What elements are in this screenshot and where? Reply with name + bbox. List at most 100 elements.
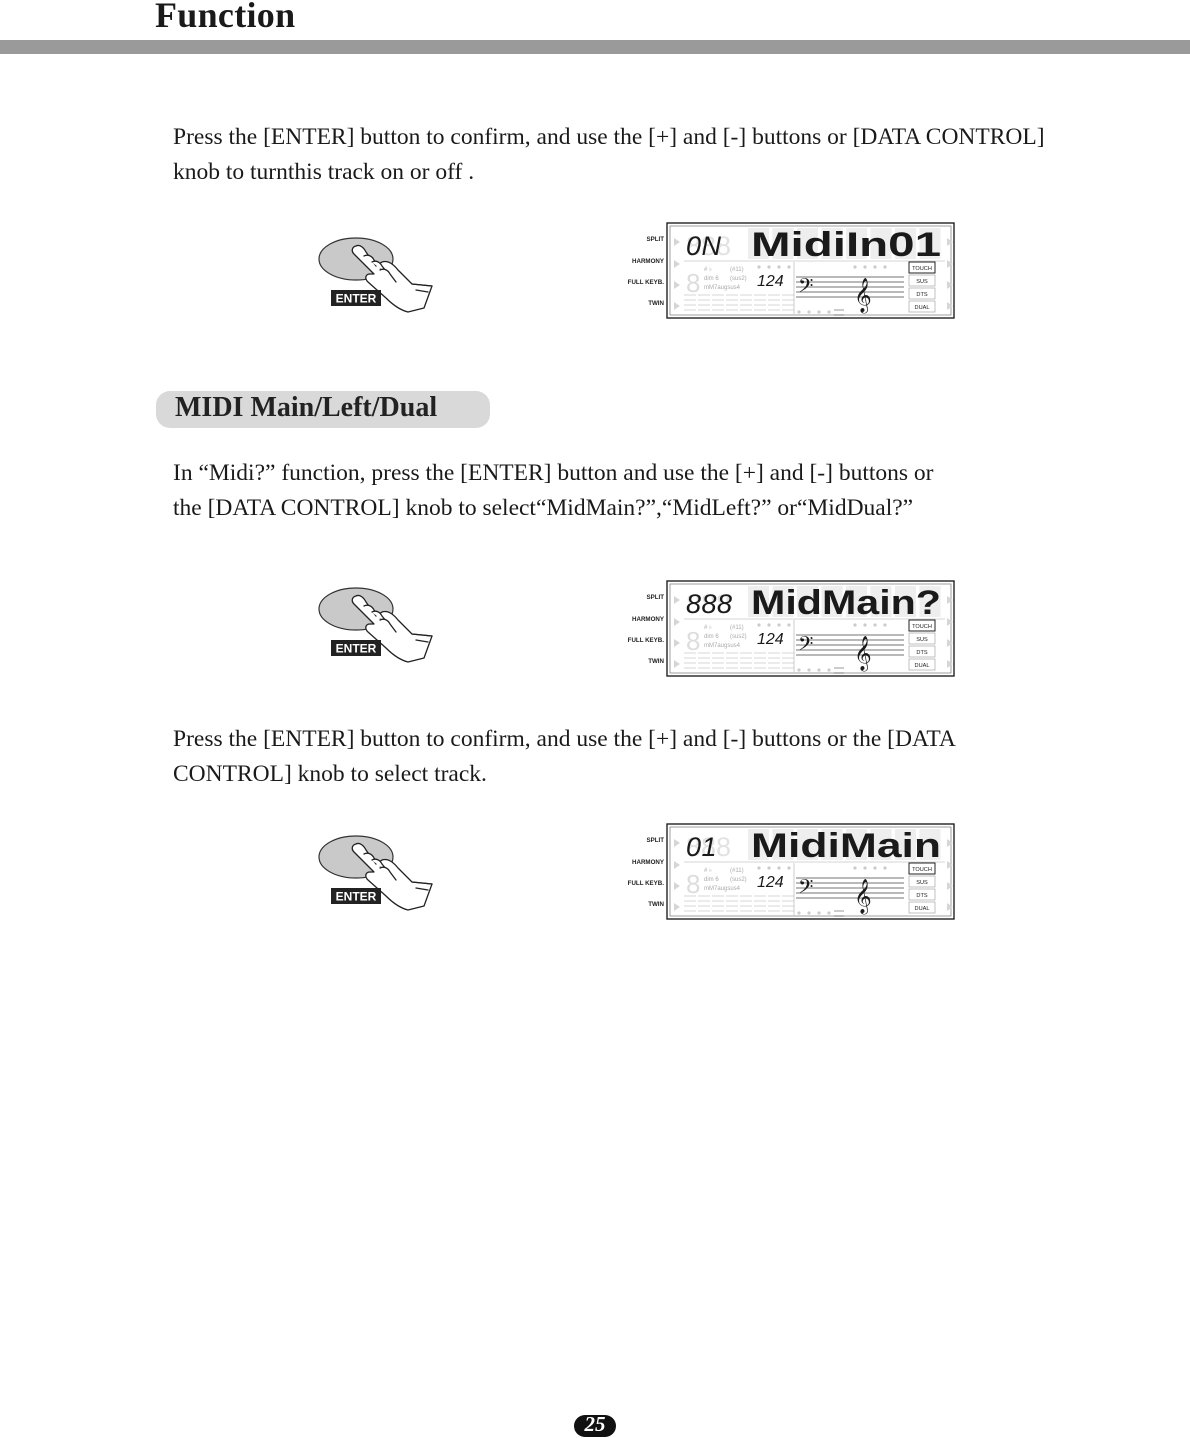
lcd-mode-label: TWIN — [648, 658, 664, 665]
lcd-faint-segment — [768, 895, 780, 897]
lcd-status-label: TOUCH — [912, 266, 932, 272]
indicator-arrow-icon — [947, 260, 953, 268]
lcd-inner-frame — [669, 225, 952, 316]
lcd-faint-segment — [698, 299, 710, 301]
lcd-segment-background: 8 — [686, 869, 700, 899]
lcd-matrix-cell — [797, 586, 818, 617]
bass-clef-icon: 𝄢 — [798, 633, 813, 660]
lcd-segment-background: 888 — [686, 231, 731, 261]
lcd-faint-segment — [712, 667, 724, 669]
lcd-matrix-text: MidiIn01 — [751, 226, 941, 264]
lcd-faint-segment — [782, 910, 794, 912]
indicator-arrow-icon — [674, 238, 680, 246]
lcd-matrix-cell — [870, 228, 892, 259]
lcd-faint-segment — [768, 652, 780, 654]
lcd-faint-segment — [712, 895, 724, 897]
indicator-arrow-icon — [674, 882, 680, 890]
lcd-beat-dot — [863, 866, 867, 870]
lcd-tempo-display: 124 — [757, 631, 784, 648]
treble-clef-icon: 𝄞 — [854, 636, 872, 672]
lcd-matrix-cell — [821, 228, 843, 259]
lcd-mode-label: SPLIT — [646, 837, 664, 844]
lcd-faint-segment — [726, 662, 738, 664]
lcd-mode-label: TWIN — [648, 901, 664, 908]
lcd-matrix-cell — [919, 228, 941, 259]
lcd-segment-background: 888 — [686, 589, 731, 619]
lcd-beat-dot — [827, 310, 831, 314]
page-number-pill — [574, 1415, 616, 1437]
lcd-faint-segment — [754, 657, 766, 659]
lcd-faint-segment — [740, 905, 752, 907]
lcd-status-label: DUAL — [915, 663, 930, 669]
page-title: Function — [155, 0, 296, 35]
lcd-beat-dot — [797, 310, 801, 314]
lcd-matrix-cell — [895, 829, 916, 860]
lcd-status-label: TOUCH — [912, 624, 932, 630]
lcd-beat-dot — [827, 911, 831, 915]
lcd-faint-segment — [754, 652, 766, 654]
lcd-tempo-display: 124 — [757, 874, 784, 891]
lcd-faint-segment — [768, 667, 780, 669]
lcd-mode-label: SPLIT — [646, 594, 664, 601]
lcd-status-box — [908, 645, 936, 658]
lcd-faint-segment — [684, 294, 696, 296]
svg-text:ENTER: ENTER — [336, 292, 377, 306]
lcd-faint-segment — [684, 895, 696, 897]
svg-text:ENTER: ENTER — [336, 642, 377, 656]
lcd-beat-dot — [787, 866, 791, 870]
lcd-chord-label: # ♭ — [704, 266, 712, 273]
lcd-matrix-cell — [797, 829, 818, 860]
lcd-chord-label: mM7augsus4 — [704, 643, 741, 649]
bass-clef-icon: 𝄢 — [798, 275, 813, 302]
lcd-beat-dot — [767, 265, 771, 269]
lcd-faint-segment — [782, 309, 794, 311]
lcd-faint-segment — [684, 309, 696, 311]
lcd-faint-segment — [740, 900, 752, 902]
lcd-matrix-cell — [772, 829, 794, 860]
lcd-tempo-display: 124 — [757, 273, 784, 290]
lcd-status-box — [908, 619, 936, 632]
lcd-faint-segment — [740, 304, 752, 306]
lcd-beat-dot — [863, 265, 867, 269]
paragraph-line: Press the [ENTER] button to confirm, and… — [173, 124, 1045, 150]
lcd-faint-segment — [740, 662, 752, 664]
lcd-faint-segment — [754, 304, 766, 306]
paragraph-line: Press the [ENTER] button to confirm, and… — [173, 726, 956, 752]
lcd-status-box — [908, 632, 936, 645]
lcd-number-display: 888 — [686, 589, 733, 619]
lcd-faint-segment — [684, 905, 696, 907]
lcd-inner-frame — [669, 583, 952, 674]
lcd-faint-segment — [726, 895, 738, 897]
lcd-faint-segment — [754, 905, 766, 907]
lcd-status-box — [908, 875, 936, 888]
lcd-matrix-text: MidMain? — [751, 584, 941, 622]
indicator-arrow-icon — [674, 903, 680, 911]
lcd-beat-dot — [797, 668, 801, 672]
lcd-faint-segment — [712, 294, 724, 296]
paragraph-line: knob to turnthis track on or off . — [173, 159, 475, 185]
lcd-faint-segment — [740, 299, 752, 301]
lcd-beat-dot — [757, 623, 761, 627]
lcd-status-label: SUS — [916, 279, 928, 285]
lcd-faint-segment — [698, 905, 710, 907]
indicator-arrow-icon — [674, 618, 680, 626]
lcd-faint-segment — [740, 294, 752, 296]
lcd-chord-label: mM7augsus4 — [704, 886, 741, 892]
lcd-beat-dot — [777, 623, 781, 627]
lcd-matrix-cell — [821, 586, 843, 617]
lcd-matrix-cell — [748, 228, 769, 259]
lcd-matrix-cell — [748, 586, 769, 617]
lcd-faint-segment — [726, 910, 738, 912]
lcd-faint-segment — [768, 662, 780, 664]
lcd-faint-segment — [726, 309, 738, 311]
lcd-chord-label: # ♭ — [704, 624, 712, 631]
paragraph-line: In “Midi?” function, press the [ENTER] b… — [173, 460, 934, 486]
lcd-beat-dot — [853, 866, 857, 870]
lcd-faint-segment — [768, 294, 780, 296]
lcd-status-label: SUS — [916, 880, 928, 886]
lcd-faint-segment — [712, 299, 724, 301]
lcd-faint-segment — [726, 299, 738, 301]
